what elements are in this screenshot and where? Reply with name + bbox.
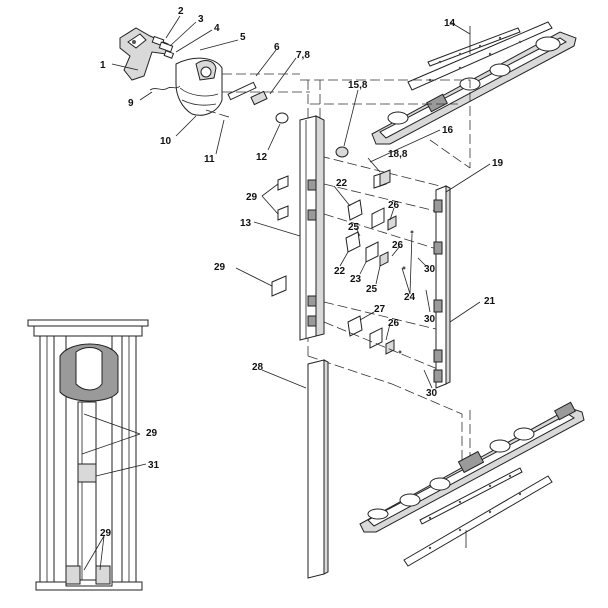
callout-29c: 29 bbox=[146, 428, 158, 439]
callout-16: 16 bbox=[442, 125, 454, 136]
top-strip bbox=[407, 21, 553, 91]
callout-29d: 29 bbox=[100, 528, 112, 539]
callout-26b: 26 bbox=[392, 240, 404, 251]
callout-31: 31 bbox=[148, 460, 160, 471]
callout-2: 2 bbox=[178, 6, 184, 17]
callout-28: 28 bbox=[252, 362, 264, 373]
callout-9: 9 bbox=[128, 98, 134, 109]
callout-14: 14 bbox=[444, 18, 456, 29]
callout-1: 1 bbox=[100, 60, 106, 71]
callout-12: 12 bbox=[256, 152, 268, 163]
callout-6: 6 bbox=[274, 42, 280, 53]
callout-13: 13 bbox=[240, 218, 252, 229]
callout-30b: 30 bbox=[424, 314, 436, 325]
callout-19: 19 bbox=[492, 158, 504, 169]
callout-26a: 26 bbox=[388, 200, 400, 211]
inset-window-view bbox=[27, 319, 149, 591]
middle-leaders bbox=[235, 89, 491, 389]
callout-25a: 25 bbox=[348, 222, 360, 233]
handle-base-cover bbox=[175, 57, 223, 116]
callout-5: 5 bbox=[240, 32, 246, 43]
callout-29a: 29 bbox=[246, 192, 258, 203]
callout-21: 21 bbox=[484, 296, 496, 307]
callout-22b: 22 bbox=[334, 266, 346, 277]
weather-strip-28 bbox=[307, 359, 329, 579]
assembly-leaders bbox=[111, 15, 310, 155]
spring-part bbox=[149, 85, 181, 91]
callout-10: 10 bbox=[160, 136, 172, 147]
pads-29 bbox=[271, 175, 289, 297]
callout-22a: 22 bbox=[336, 178, 348, 189]
bottom-operator-bar bbox=[359, 401, 585, 533]
callout-27: 27 bbox=[374, 304, 386, 315]
callout-15-8: 15,8 bbox=[348, 80, 368, 91]
leader-14 bbox=[449, 21, 471, 35]
callout-26c: 26 bbox=[388, 318, 400, 329]
callout-11: 11 bbox=[204, 154, 215, 165]
vertical-rod-21 bbox=[433, 185, 451, 389]
callout-labels: 1 2 3 4 5 6 7,8 9 10 11 12 13 14 15,8 16… bbox=[100, 6, 504, 539]
callout-24: 24 bbox=[404, 292, 416, 303]
pin-parts bbox=[151, 35, 175, 59]
callout-30a: 30 bbox=[424, 264, 436, 275]
handle-lever bbox=[119, 27, 169, 81]
bottom-strip bbox=[403, 467, 553, 567]
callout-23: 23 bbox=[350, 274, 362, 285]
callout-30c: 30 bbox=[426, 388, 438, 399]
callout-3: 3 bbox=[198, 14, 204, 25]
callout-4: 4 bbox=[214, 23, 220, 34]
callout-18-8: 18,8 bbox=[388, 149, 408, 160]
callout-7-8: 7,8 bbox=[296, 50, 310, 61]
callout-29b: 29 bbox=[214, 262, 226, 273]
vertical-channel bbox=[299, 115, 325, 341]
callout-25b: 25 bbox=[366, 284, 378, 295]
keeper-parts bbox=[323, 146, 441, 371]
spindle-parts bbox=[227, 81, 289, 124]
